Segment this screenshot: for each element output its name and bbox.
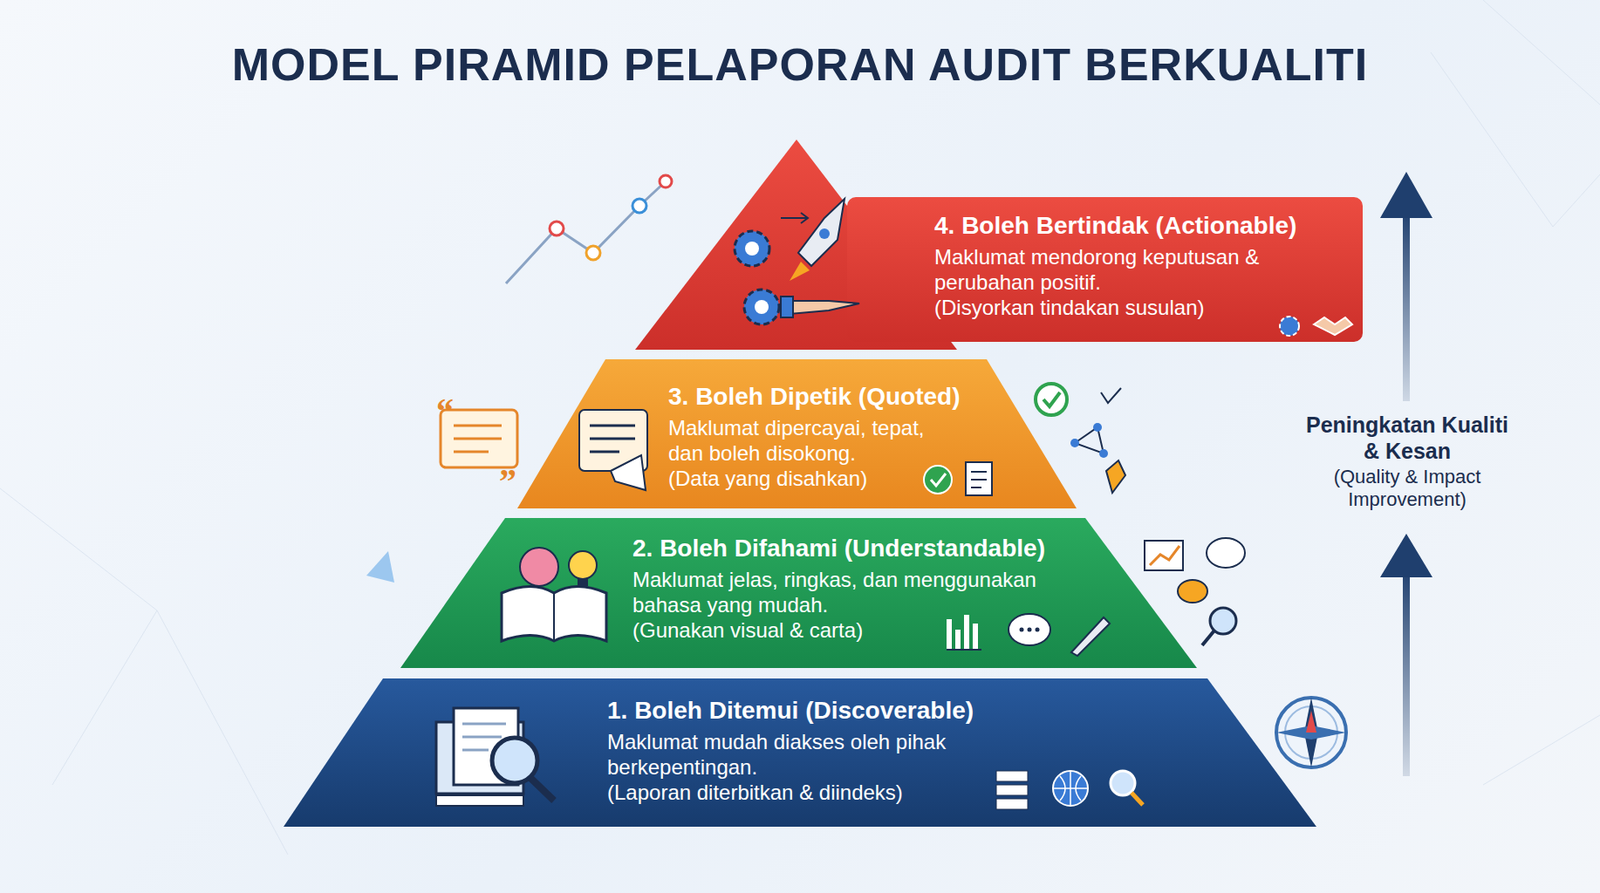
gear-handshake-icon [1279,316,1353,336]
server-globe-search-icon [996,771,1143,810]
level-example: (Gunakan visual & carta) [632,617,1104,643]
chart-speech-pen-icon [946,614,1110,657]
line-chart-icon [505,175,672,284]
level-text: 2. Boleh Difahami (Understandable)Maklum… [632,533,1104,643]
megaphone-quote-icon [579,410,648,491]
chart-bubbles-icon [1144,538,1245,646]
level-heading: 4. Boleh Bertindak (Actionable) [934,211,1301,241]
level-description: Maklumat dipercayai, tepat, dan boleh di… [668,415,957,466]
level-description: Maklumat jelas, ringkas, dan menggunakan… [632,567,1104,618]
improvement-arrow [1380,171,1433,777]
level-description: Maklumat mendorong keputusan & perubahan… [934,244,1301,295]
level-text: 4. Boleh Bertindak (Actionable)Maklumat … [934,211,1301,321]
compass-icon [1276,697,1347,768]
svg-text:“: “ [436,391,454,431]
level-example: (Disyorkan tindakan susulan) [934,294,1301,321]
level-heading: 2. Boleh Difahami (Understandable) [632,533,1104,564]
svg-text:”: ” [499,461,517,501]
check-document-icon [923,462,992,496]
small-triangle [366,551,395,583]
brain-book-icon [501,547,607,642]
diagram-title: MODEL PIRAMID PELAPORAN AUDIT BERKUALITI [0,38,1600,91]
quote-icon: “ ” [436,391,518,501]
axis-label: Peningkatan Kualiti & Kesan [1302,411,1512,465]
level-example: (Data yang disahkan) [668,465,957,492]
level-example: (Laporan diterbitkan & diindeks) [607,779,1018,806]
level-description: Maklumat mudah diakses oleh pihak berkep… [607,729,1018,780]
gears-rocket-icon [734,198,860,325]
level-text: 3. Boleh Dipetik (Quoted)Maklumat diperc… [668,382,957,492]
level-heading: 3. Boleh Dipetik (Quoted) [668,382,957,412]
level-text: 1. Boleh Ditemui (Discoverable)Maklumat … [607,696,1018,806]
check-network-icon [1035,383,1126,493]
document-search-icon [436,708,554,807]
axis-label: (Quality & Impact Improvement) [1302,465,1512,512]
level-heading: 1. Boleh Ditemui (Discoverable) [607,696,1018,726]
